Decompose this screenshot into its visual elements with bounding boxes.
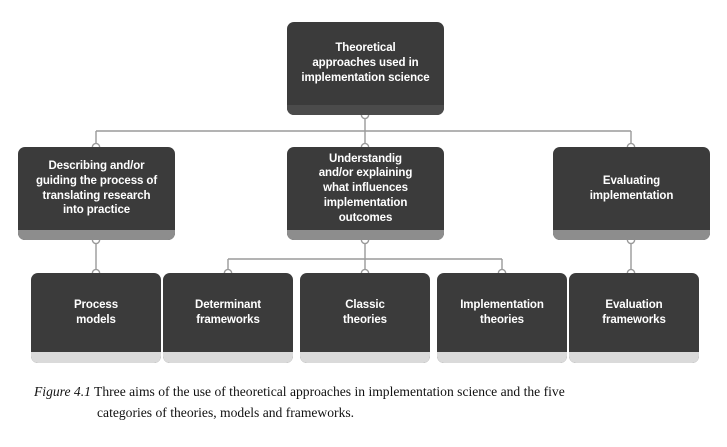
node-body: Evaluating implementation [553,147,710,230]
node-label-line: Describing and/or [48,160,145,173]
figure-caption-line-1: Three aims of the use of theoretical app… [94,384,565,399]
node-label-line: Process [73,298,119,311]
node-body: Process models [31,273,161,352]
node-label-line: theories [343,313,387,326]
node-label: Evaluating implementation [590,174,674,203]
node-label-line: Understandig [329,152,402,165]
node-label: Understandig and/or explaining what infl… [319,152,413,226]
node-label-line: models [76,313,116,326]
node-evaluating-implementation[interactable]: Evaluating implementation [553,147,710,240]
node-footer-bar [553,230,710,240]
node-body: Theoretical approaches used in implement… [287,22,444,105]
node-label-line: approaches used in [312,57,419,70]
node-label-line: frameworks [602,313,666,326]
node-label-line: implementation [589,189,674,202]
figure-number: Figure 4.1 [34,384,91,399]
node-body: Understandig and/or explaining what infl… [287,147,444,230]
node-label-line: frameworks [196,313,260,326]
node-classic-theories[interactable]: Classic theories [300,273,430,363]
node-understanding-explaining[interactable]: Understandig and/or explaining what infl… [287,147,444,240]
figure-caption: Figure 4.1 Three aims of the use of theo… [34,381,694,423]
org-chart-diagram: Theoretical approaches used in implement… [18,22,710,363]
node-footer-bar [300,352,430,363]
node-body: Implementation theories [437,273,567,352]
node-determinant-frameworks[interactable]: Determinant frameworks [163,273,293,363]
node-evaluation-frameworks[interactable]: Evaluation frameworks [569,273,699,363]
node-footer-bar [569,352,699,363]
node-label-line: Theoretical [335,42,396,55]
node-footer-bar [437,352,567,363]
node-label-line: Classic [345,298,385,311]
node-theoretical-approaches[interactable]: Theoretical approaches used in implement… [287,22,444,115]
node-footer-bar [18,230,175,240]
node-body: Evaluation frameworks [569,273,699,352]
node-describing-guiding[interactable]: Describing and/or guiding the process of… [18,147,175,240]
node-label-line: guiding the process of [35,174,158,187]
node-label-line: translating research [42,189,151,202]
node-label-line: theories [480,313,524,326]
node-label: Describing and/or guiding the process of… [36,159,157,218]
node-label: Evaluation frameworks [602,298,666,327]
node-label: Classic theories [343,298,387,327]
node-body: Determinant frameworks [163,273,293,352]
node-label-line: Determinant [195,298,261,311]
node-body: Describing and/or guiding the process of… [18,147,175,230]
node-label-line: implementation science [301,71,430,84]
node-label-line: Implementation [460,298,544,311]
node-label-line: Evaluating [602,174,661,187]
node-label-line: and/or explaining [318,167,413,180]
node-footer-bar [163,352,293,363]
node-label: Process models [74,298,118,327]
node-implementation-theories[interactable]: Implementation theories [437,273,567,363]
node-footer-bar [287,230,444,240]
node-body: Classic theories [300,273,430,352]
node-process-models[interactable]: Process models [31,273,161,363]
node-label: Determinant frameworks [195,298,261,327]
node-label-line: implementation [323,196,408,209]
node-footer-bar [31,352,161,363]
node-label: Theoretical approaches used in implement… [301,41,429,85]
node-label-line: what influences [323,182,408,195]
node-label-line: outcomes [338,211,393,224]
node-label-line: into practice [62,204,131,217]
node-footer-bar [287,105,444,115]
node-label: Implementation theories [460,298,544,327]
node-label-line: Evaluation [605,298,663,311]
figure-caption-line-2: categories of theories, models and frame… [97,405,355,421]
